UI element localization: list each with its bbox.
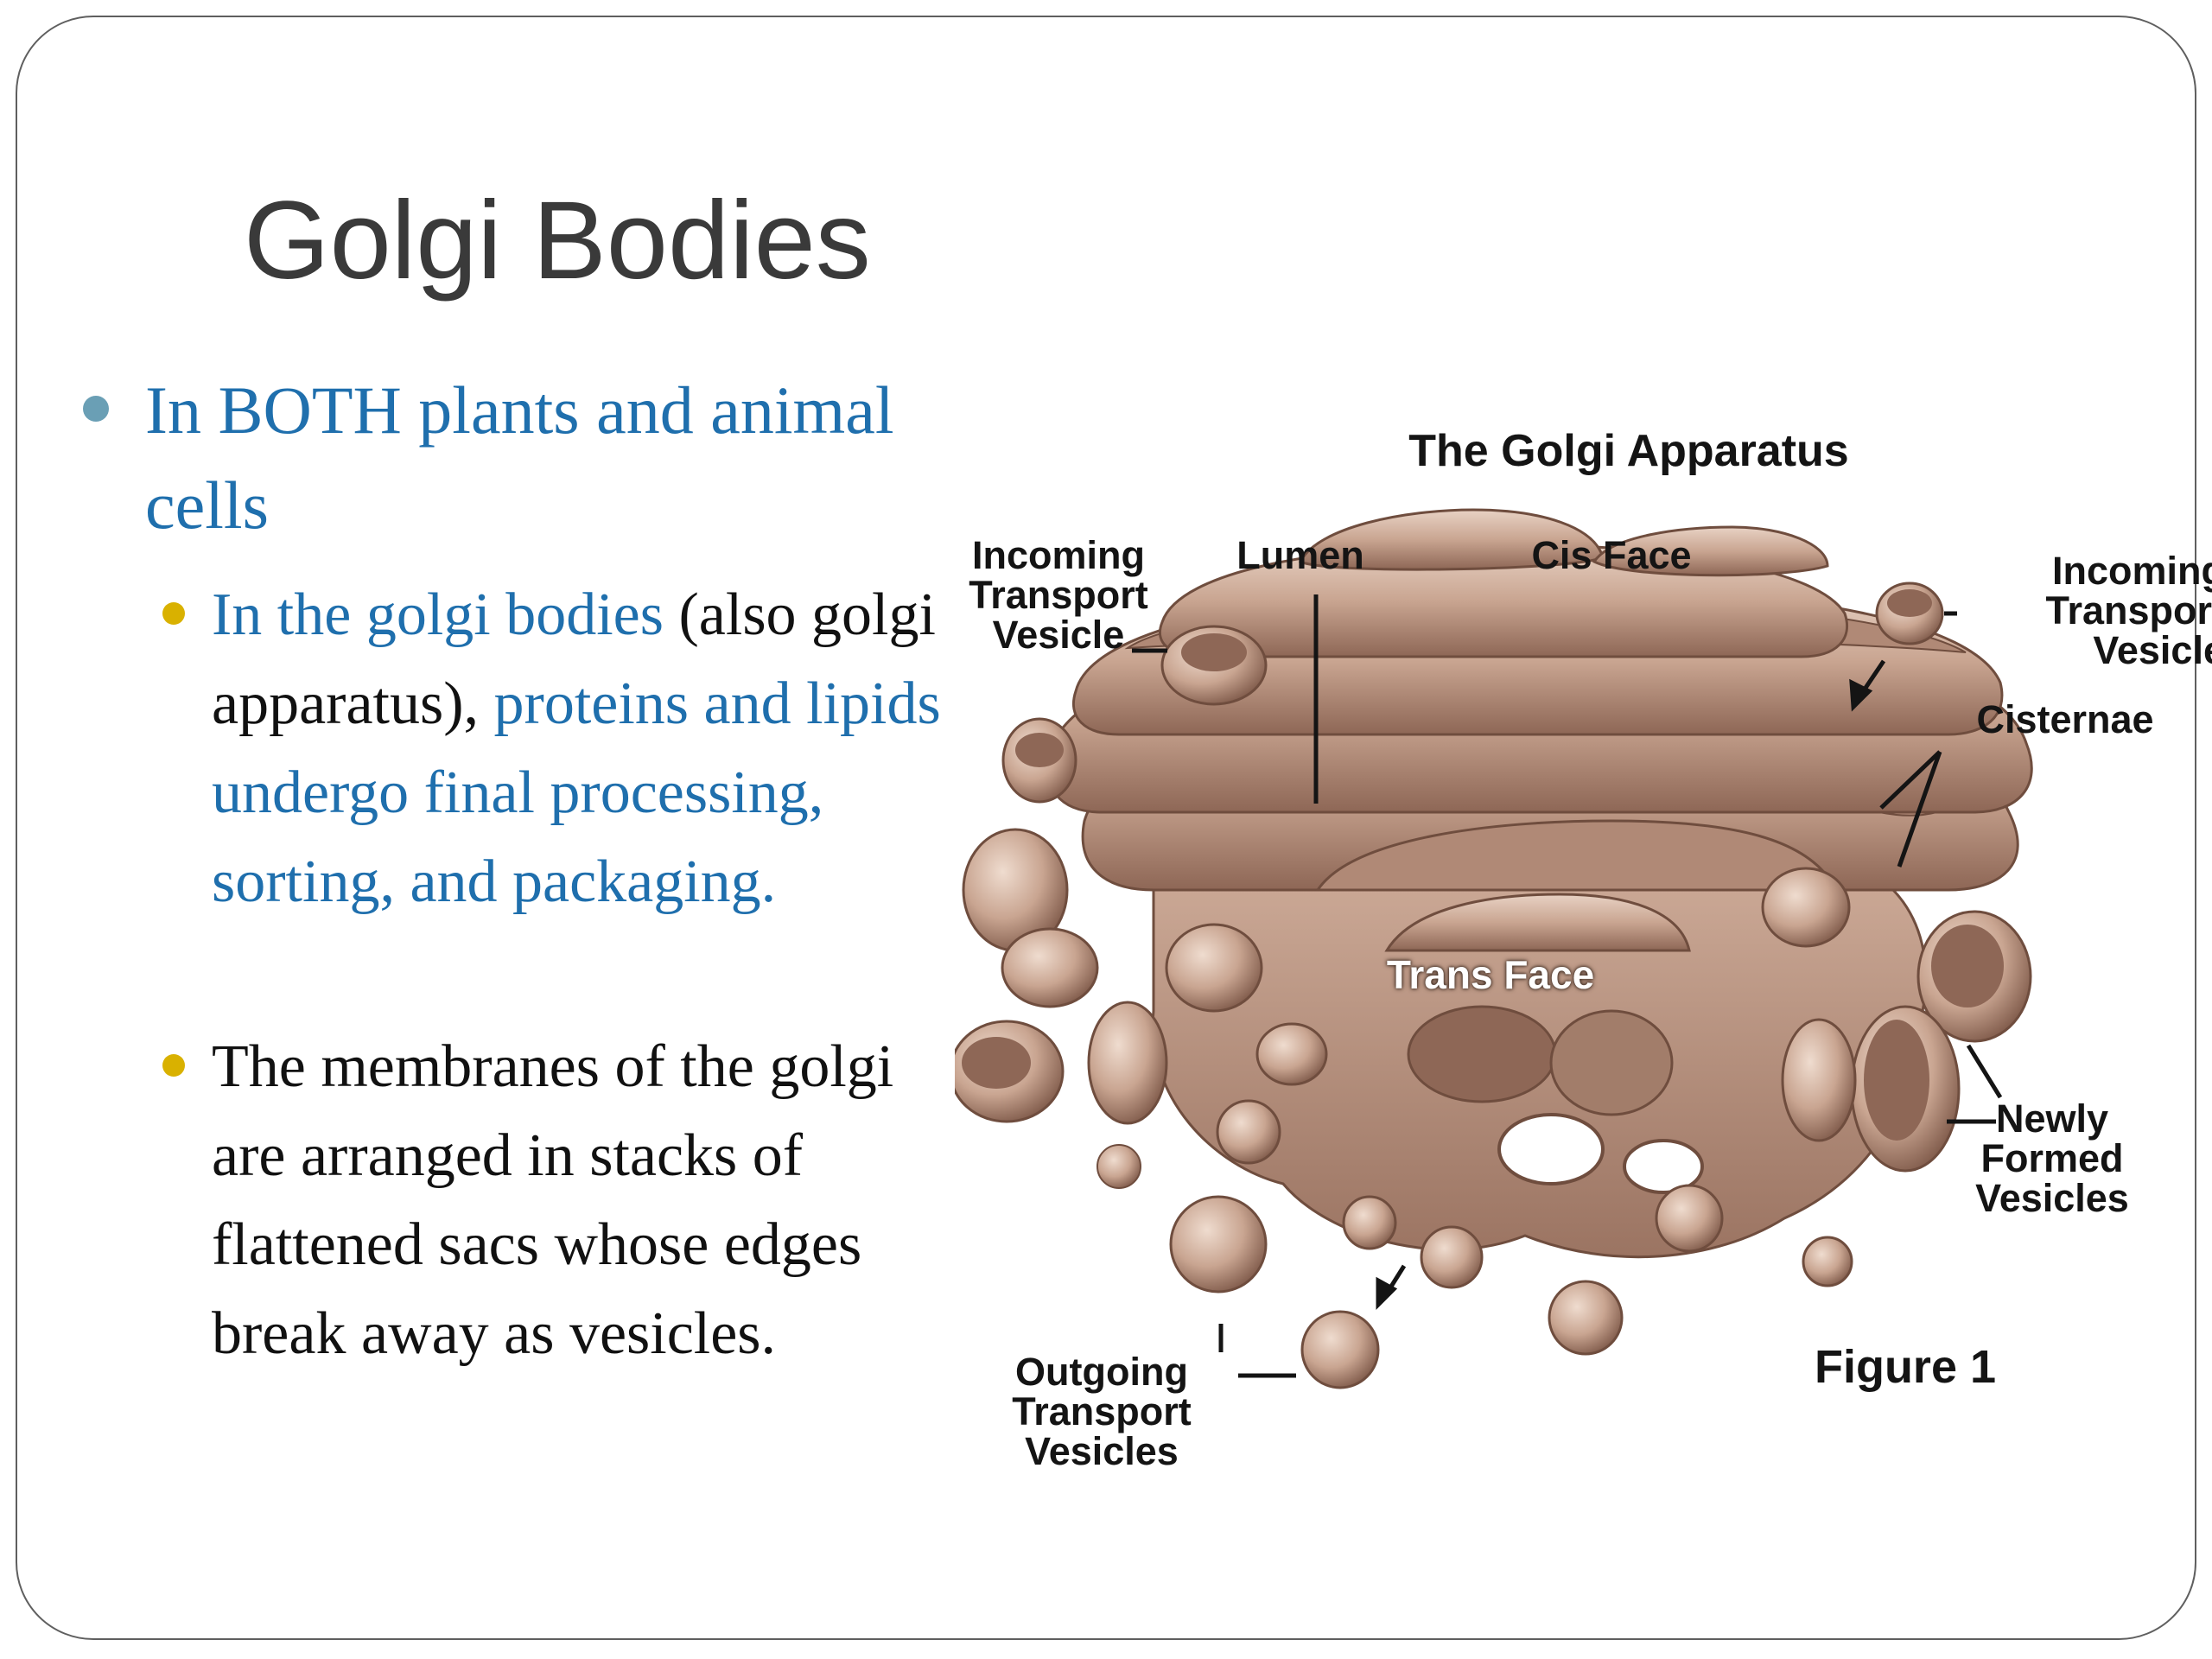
- slide-title: Golgi Bodies: [244, 179, 871, 302]
- diagram-title: The Golgi Apparatus: [1408, 426, 1849, 476]
- golgi-diagram: The Golgi Apparatus Incoming Transport V…: [955, 406, 2212, 1503]
- bullet-dot: [162, 1054, 185, 1077]
- figure-caption: Figure 1: [1814, 1341, 1997, 1393]
- label-outgoing-transport-vesicles: Outgoing Transport Vesicles: [1012, 1350, 1192, 1473]
- bullet-text-blue: proteins and lipids undergo final proces…: [212, 671, 941, 915]
- leader-lines: [1132, 594, 2003, 1378]
- vesicles: [955, 582, 2032, 1389]
- bullet-text-black: (also golgi apparatus),: [212, 582, 936, 737]
- bullet-dot: [162, 602, 185, 625]
- bullet-dot: [83, 396, 109, 422]
- golgi-illustration: [955, 508, 2033, 1389]
- label-lumen: Lumen: [1236, 533, 1364, 577]
- bullet-text-blue: In the golgi bodies: [212, 582, 664, 648]
- label-newly-formed-vesicles: Newly Formed Vesicles: [1975, 1096, 2129, 1220]
- label-incoming-transport-vesicle-right: Incoming Transport Vesicle: [2045, 549, 2212, 672]
- label-trans-face: Trans Face: [1386, 952, 1595, 997]
- label-incoming-transport-vesicle-left: Incoming Transport Vesicle: [969, 533, 1148, 657]
- trans-network: [1151, 823, 1928, 1259]
- bullet-golgi-processing: In the golgi bodies (also golgi apparatu…: [212, 570, 972, 926]
- label-cis-face: Cis Face: [1531, 533, 1692, 577]
- label-cisternae: Cisternae: [1976, 697, 2154, 741]
- cisternae-stack: [1046, 508, 2033, 952]
- bullet-membranes: The membranes of the golgi are arranged …: [212, 1033, 894, 1367]
- bullet-level1: In BOTH plants and animal cells: [145, 372, 894, 543]
